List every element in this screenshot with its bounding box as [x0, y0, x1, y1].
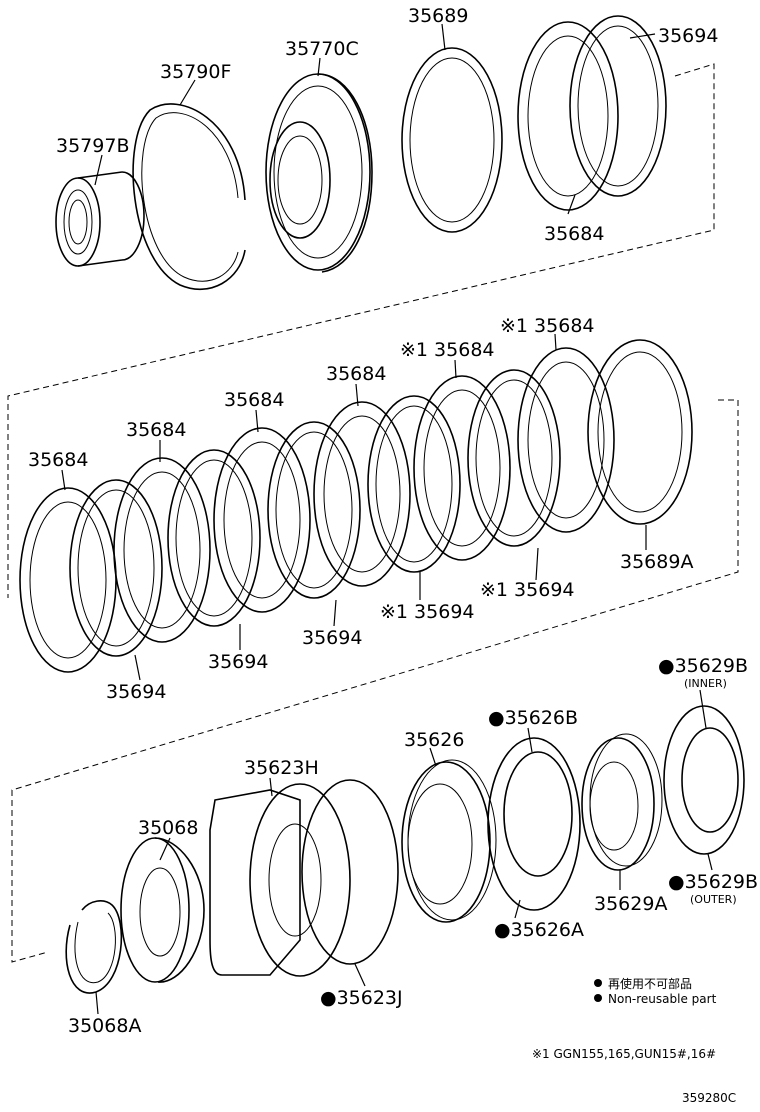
part-35790F-snap-ring: [132, 103, 246, 291]
callout-35694-3: 35694: [302, 627, 362, 649]
leader-lines: [61, 23, 713, 1015]
callout-35626: 35626: [404, 729, 464, 751]
part-35684-disc-3: [213, 427, 311, 613]
callout-35068: 35068: [138, 817, 198, 839]
part-35694-plate-4: [367, 395, 461, 573]
callout-35623J: ●35623J: [320, 987, 403, 1009]
part-35626-piston-seal: [401, 759, 497, 923]
callout-35626B: ●35626B: [488, 707, 578, 729]
part-35626A-outer-seal: [487, 737, 581, 911]
callout-35684-6: ※1 35684: [500, 315, 595, 337]
part-35629B-outer-ring: [663, 705, 745, 855]
diagram-code: 359280C: [682, 1091, 736, 1105]
callout-35684-1: 35684: [28, 449, 88, 471]
part-35689-plate: [401, 47, 503, 233]
part-35684-disc-1: [19, 487, 117, 673]
callout-35626A: ●35626A: [494, 919, 584, 941]
legend-en: Non-reusable part: [608, 992, 717, 1006]
legend-marker-2: [594, 994, 602, 1002]
part-35623H-piston: [209, 783, 351, 977]
callout-35694-4: ※1 35694: [380, 601, 475, 623]
callout-35684-3: 35684: [224, 389, 284, 411]
part-35684-disc-2: [113, 457, 211, 643]
callout-35684-top: 35684: [544, 223, 604, 245]
part-35629A-seal-assembly: [581, 733, 663, 871]
part-35689A-plate: [587, 339, 693, 525]
callout-35790F: 35790F: [160, 61, 231, 83]
part-35694-plate-2: [167, 449, 261, 627]
callout-35770C: 35770C: [285, 38, 359, 60]
part-35068-spring-retainer: [120, 837, 205, 983]
part-35694-plate-3: [267, 421, 361, 599]
part-35684-disc-4: [313, 401, 411, 587]
callout-35629B-inner: ●35629B: [658, 655, 748, 677]
part-35684-disc-6: [517, 347, 615, 533]
callout-35694-top: 35694: [658, 25, 718, 47]
part-35694-plate-top: [569, 15, 667, 197]
callout-35068A: 35068A: [68, 1015, 141, 1037]
callout-35689: 35689: [408, 5, 468, 27]
callout-35797B: 35797B: [56, 135, 129, 157]
group-boundary-middle: [11, 399, 739, 963]
part-35684-disc-5: [413, 375, 511, 561]
part-35694-plate-5: [467, 369, 561, 547]
callout-35694-1: 35694: [106, 681, 166, 703]
callout-35629B-outer-note: (OUTER): [690, 893, 737, 906]
part-35770C-clutch-drum: [265, 73, 373, 273]
callout-35623H: 35623H: [244, 757, 319, 779]
legend-jp: 再使用不可部品: [608, 976, 692, 991]
legend-marker-1: [594, 979, 602, 987]
part-35068A-snap-ring: [65, 900, 123, 994]
callout-35684-5: ※1 35684: [400, 339, 495, 361]
callout-35694-2: 35694: [208, 651, 268, 673]
part-35629B-inner-ring: [681, 727, 739, 833]
callout-35689A: 35689A: [620, 551, 693, 573]
part-35694-plate-1: [69, 479, 163, 657]
legend: 再使用不可部品 Non-reusable part: [594, 976, 717, 1006]
part-35684-friction-disc-top: [517, 21, 619, 211]
part-35623J-seal-ring: [301, 779, 399, 965]
callout-35684-4: 35684: [326, 363, 386, 385]
callout-35629B-inner-note: (INNER): [684, 677, 727, 690]
part-35626B-inner-seal: [503, 751, 573, 877]
callout-35684-2: 35684: [126, 419, 186, 441]
footnote: ※1 GGN155,165,GUN15#,16#: [532, 1047, 716, 1061]
callout-35629B-outer: ●35629B: [668, 871, 758, 893]
callout-35694-5: ※1 35694: [480, 579, 575, 601]
callout-35629A: 35629A: [594, 893, 667, 915]
part-35797B-bearing: [55, 171, 145, 267]
